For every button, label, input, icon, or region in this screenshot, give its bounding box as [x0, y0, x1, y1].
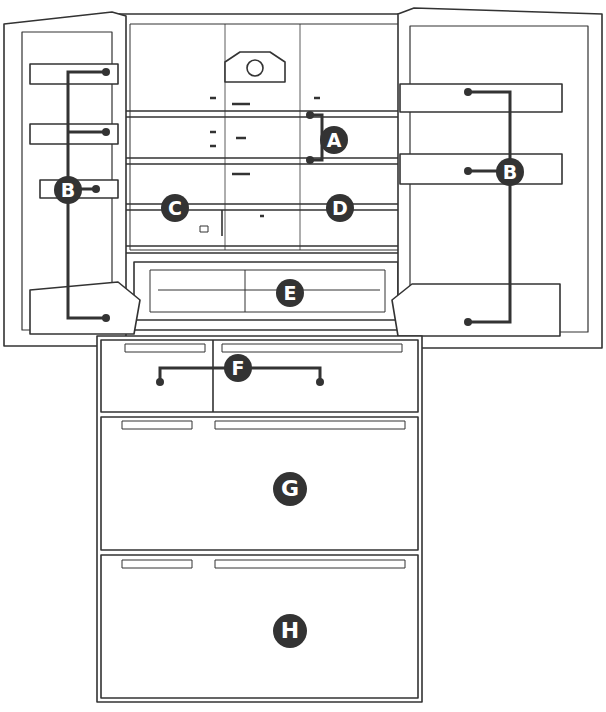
- callout-letter: B: [496, 158, 524, 186]
- callout-letter: D: [326, 194, 354, 222]
- callout-letter: C: [161, 194, 189, 222]
- callout-letter: H: [273, 614, 307, 648]
- callout-letter: E: [276, 279, 304, 307]
- callout-letter: G: [273, 472, 307, 506]
- callout-letter: F: [224, 354, 252, 382]
- callout-letter: A: [320, 126, 348, 154]
- callout-letter: B: [54, 176, 82, 204]
